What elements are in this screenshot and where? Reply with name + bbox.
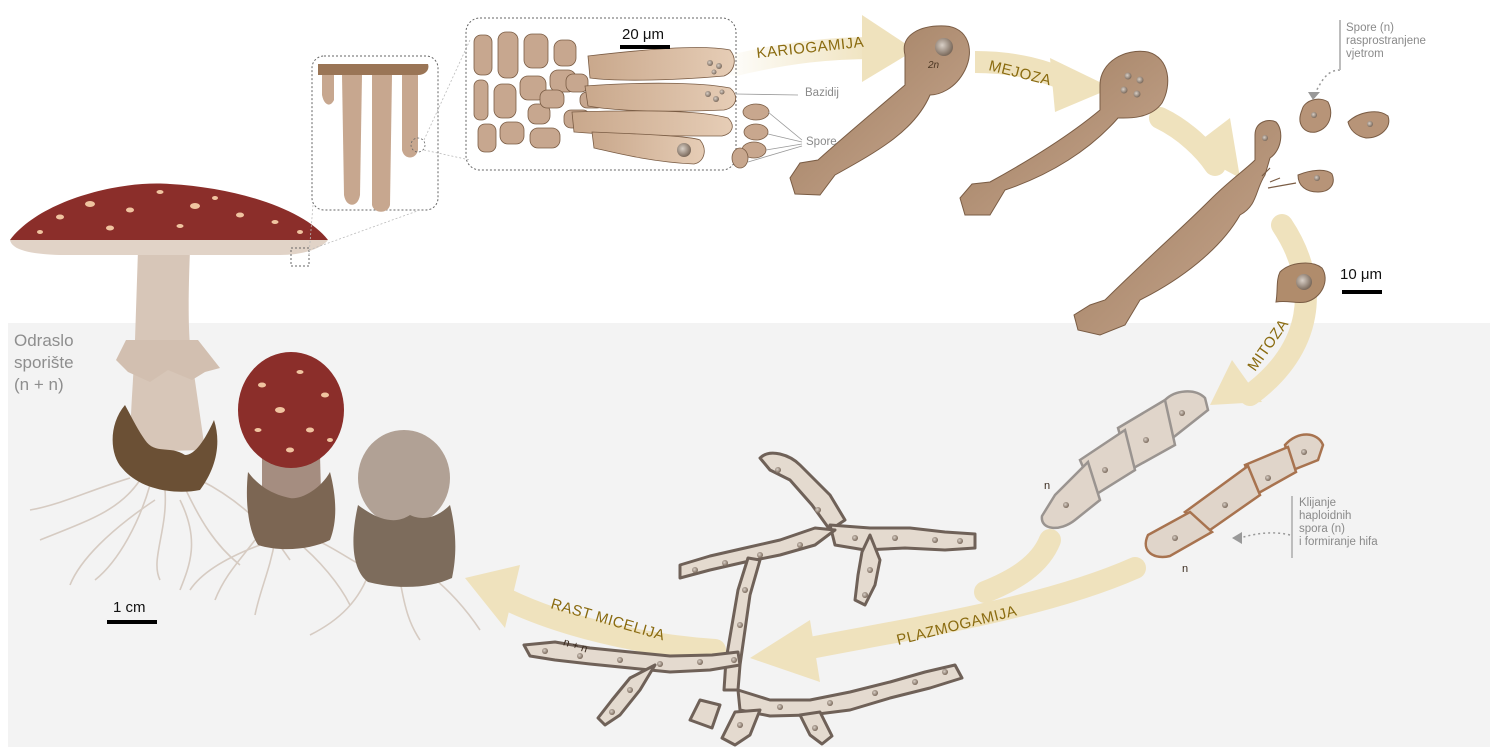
scale-label-10um: 10 μm	[1340, 266, 1382, 283]
spores-wind-label: Spore (n) rasprostranjene vjetrom	[1346, 22, 1426, 61]
scale-label-20um: 20 μm	[622, 26, 664, 43]
young-mushroom	[190, 352, 370, 615]
diploid-label: 2n	[927, 60, 940, 71]
germination-label: Klijanje haploidnih spora (n) i formiran…	[1299, 497, 1378, 549]
spores-label: Spore	[806, 136, 837, 149]
haploid-hypha-a	[1042, 391, 1208, 527]
scale-bar-mushroom	[107, 620, 157, 624]
haploid-hypha-b	[1146, 434, 1323, 558]
dikaryotic-mycelium	[524, 453, 975, 745]
egg-stage-mushroom	[310, 430, 480, 640]
haploid-label-a: n	[1044, 480, 1050, 492]
scale-label-1cm: 1 cm	[113, 599, 146, 616]
gill-detail	[309, 40, 470, 255]
haploid-label-b: n	[1182, 563, 1188, 575]
adult-fruiting-body-label: Odraslo sporište (n + n)	[14, 330, 74, 396]
basidium-label: Bazidij	[805, 87, 839, 100]
